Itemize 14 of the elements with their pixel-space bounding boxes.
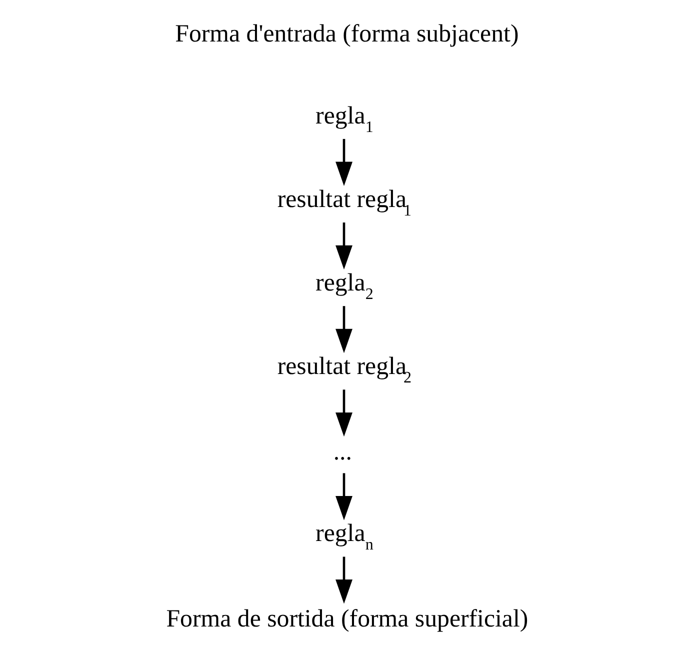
label: Forma d'entrada (forma subjacent) bbox=[175, 20, 519, 48]
arrow bbox=[336, 138, 352, 186]
arrow bbox=[336, 473, 352, 520]
node-text: ... bbox=[333, 438, 352, 466]
node-text: regla$_{n}$ bbox=[316, 520, 374, 554]
node-text: resultat regla$_{1}$ bbox=[277, 186, 412, 220]
node-text: regla$_{2}$ bbox=[316, 270, 374, 304]
arrow bbox=[336, 556, 352, 604]
arrow bbox=[336, 222, 352, 270]
node-text: resultat regla$_{2}$ bbox=[277, 353, 412, 387]
arrow bbox=[336, 306, 352, 354]
node-text: regla$_{1}$ bbox=[316, 102, 374, 136]
arrow bbox=[336, 390, 352, 437]
node-text: Forma de sortida (forma superficial) bbox=[166, 606, 528, 633]
